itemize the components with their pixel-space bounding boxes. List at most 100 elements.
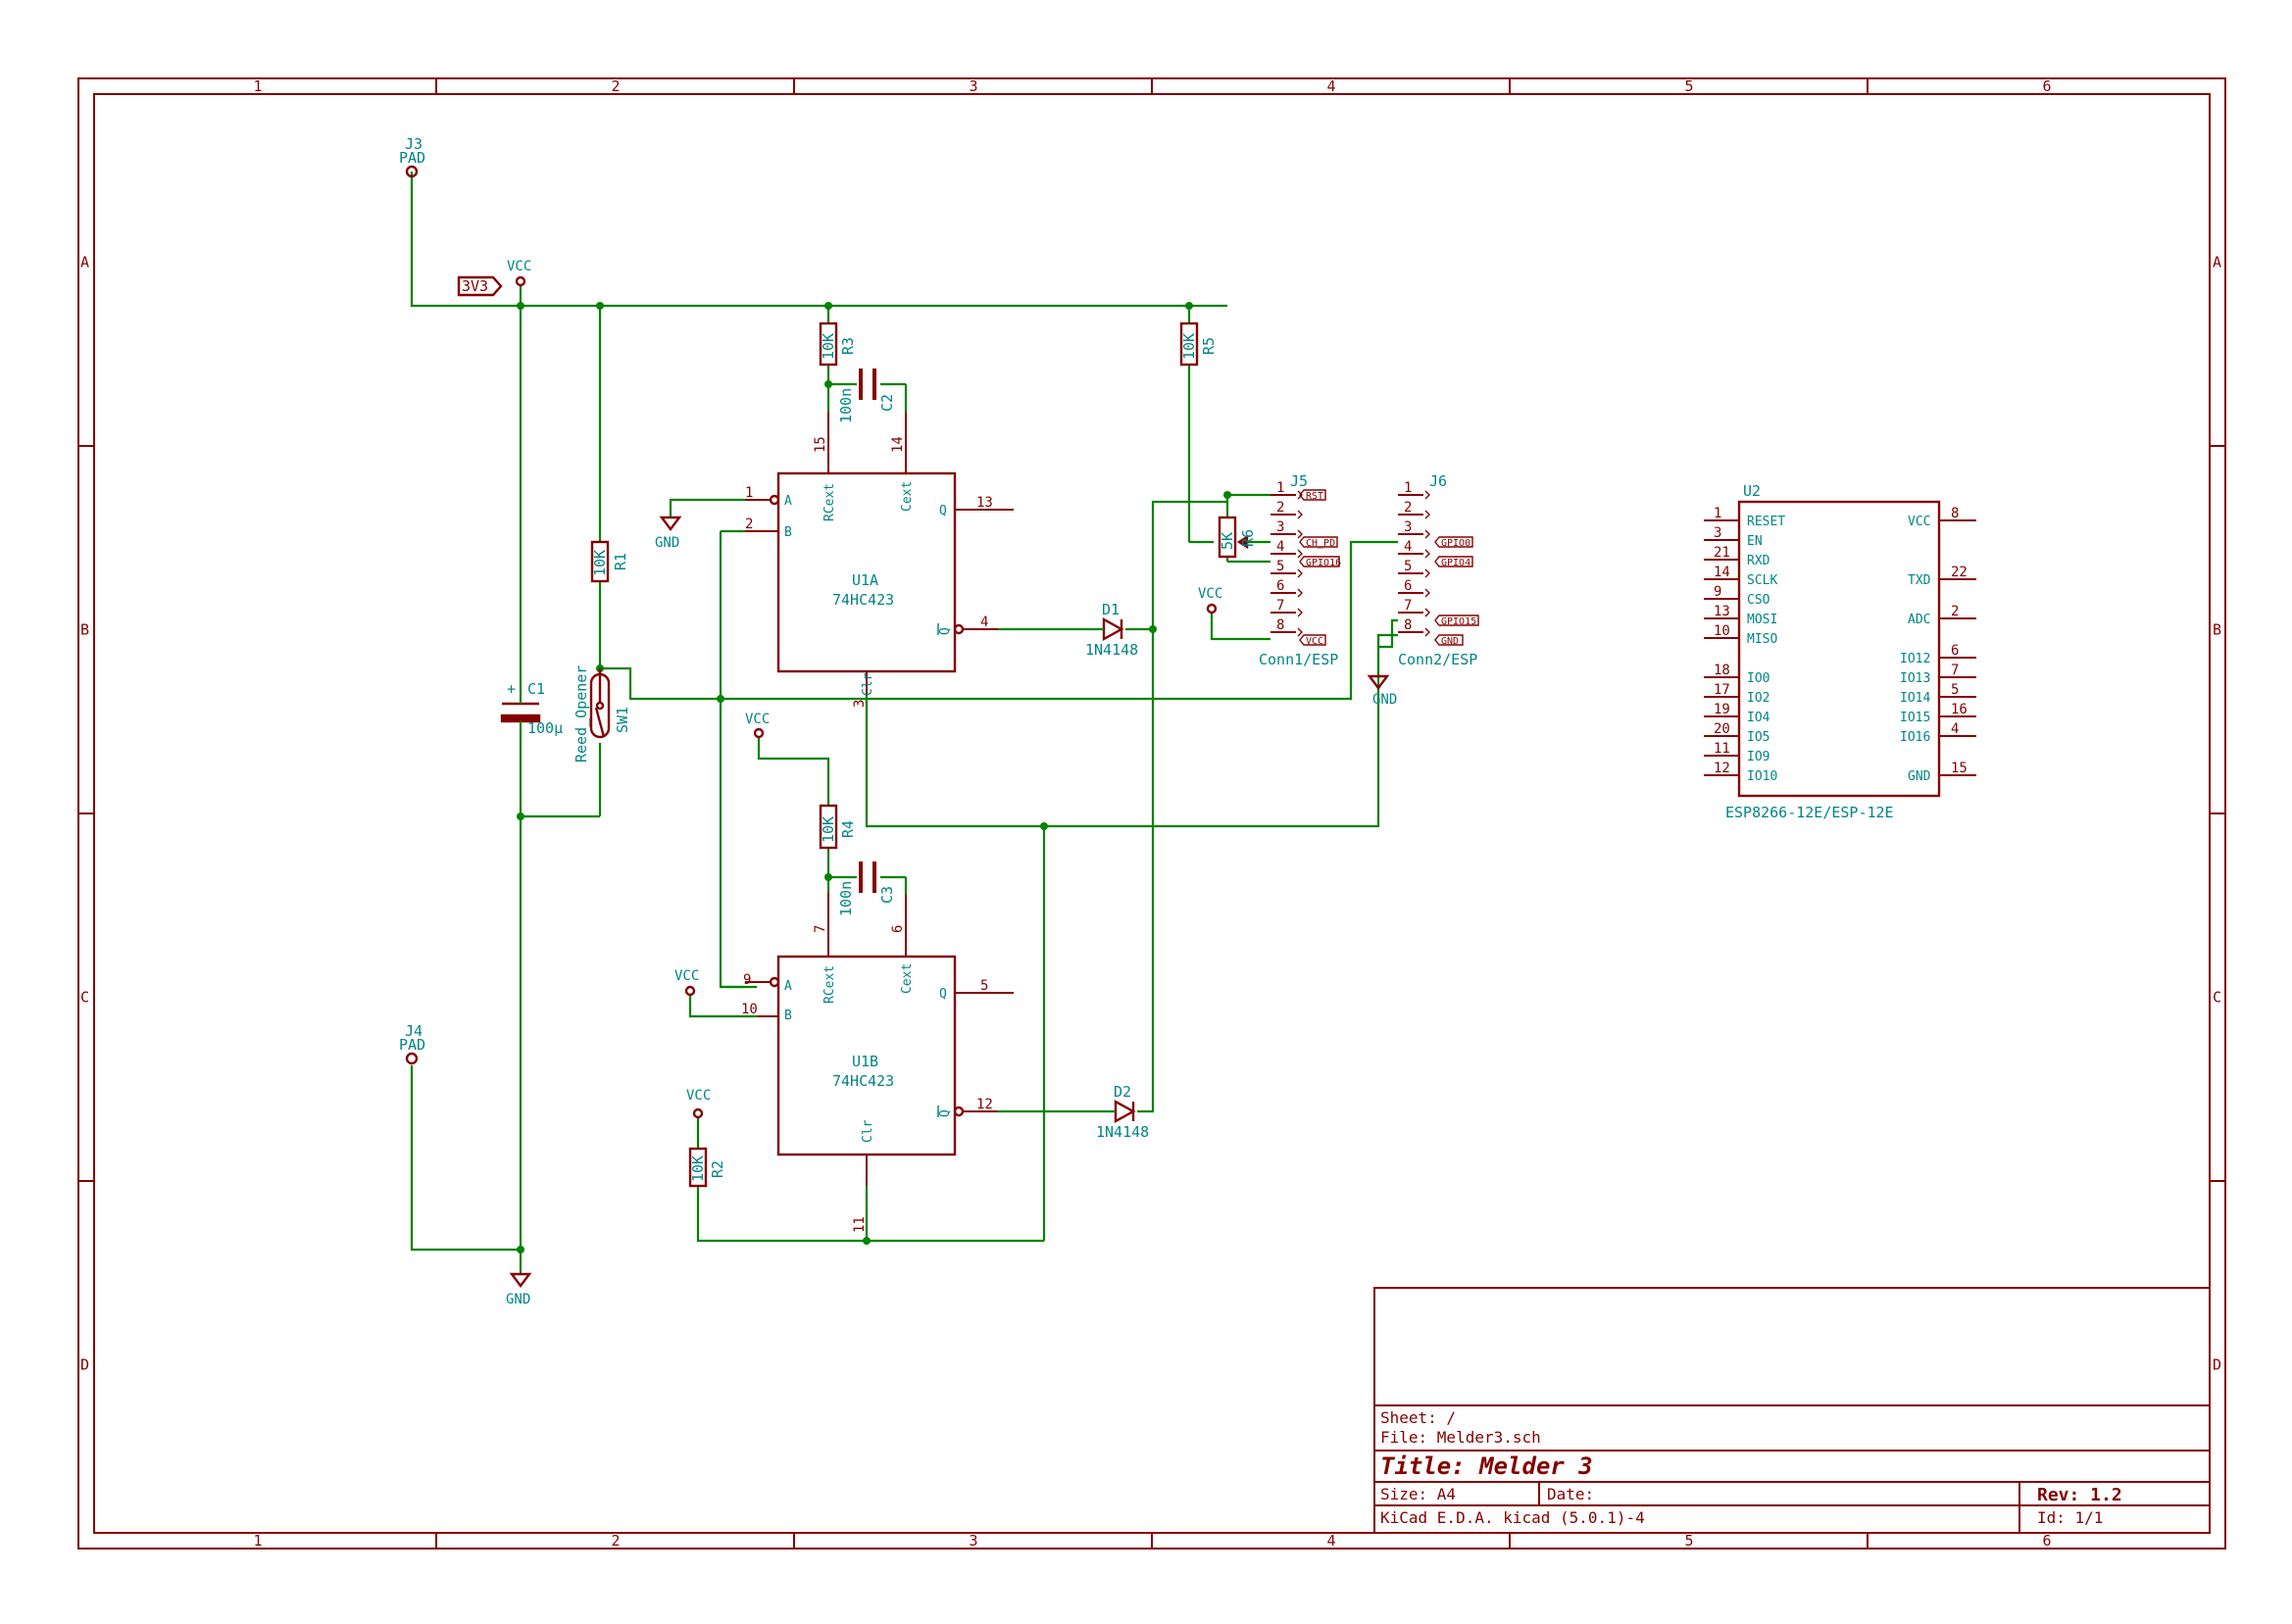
svg-text:Clr: Clr: [861, 1119, 875, 1143]
svg-text:CH_PD: CH_PD: [1306, 538, 1335, 549]
j6-label-gpio4: GPIO4: [1434, 556, 1473, 568]
svg-text:C1: C1: [527, 680, 545, 698]
svg-text:GND: GND: [1372, 692, 1397, 708]
svg-text:9: 9: [743, 972, 751, 988]
u2-pin-name: IO9: [1747, 750, 1769, 764]
reed-switch-sw1: Reed_Opener SW1: [573, 665, 631, 763]
diode-d2: D2 1N4148: [1096, 1083, 1149, 1141]
u2-pin-number: 14: [1714, 565, 1730, 580]
svg-text:Q: Q: [938, 627, 953, 635]
tool-label: KiCad E.D.A. kicad (5.0.1)-4: [1380, 1508, 1645, 1527]
svg-text:Conn1/ESP: Conn1/ESP: [1259, 651, 1338, 668]
svg-text:6: 6: [890, 925, 906, 933]
u2-pin-number: 22: [1951, 565, 1968, 580]
svg-text:10K: 10K: [1180, 333, 1198, 360]
j3-pad: J3 PAD: [399, 135, 425, 178]
svg-text:A: A: [784, 494, 792, 509]
resistor-r1: 10K R1: [590, 540, 629, 583]
frame-column-label: 5: [1685, 77, 1694, 95]
svg-text:VCC: VCC: [1198, 586, 1222, 602]
u2-pin-number: 3: [1714, 525, 1721, 541]
u2-pin-number: 1: [1714, 506, 1721, 521]
title-label: Title: Melder 3: [1380, 1452, 1593, 1480]
frame-column-label: 6: [2043, 77, 2052, 95]
j6-label-gnd: GND: [1434, 634, 1464, 647]
connector-pin-number: 3: [1276, 519, 1284, 535]
frame-column-label: 1: [254, 1532, 263, 1550]
u2-pin-number: 8: [1951, 506, 1959, 521]
module-u2-esp8266: U2 ESP8266-12E/ESP-12E 1RESET3EN21RXD14S…: [1704, 482, 1976, 821]
connector-pin-number: 3: [1404, 519, 1412, 535]
svg-text:R1: R1: [612, 553, 629, 570]
vcc-symbol-r4: VCC: [745, 712, 770, 739]
svg-text:Reed_Opener: Reed_Opener: [573, 665, 590, 763]
u2-pin-name: IO16: [1900, 730, 1930, 745]
file-label: File: Melder3.sch: [1380, 1428, 1541, 1447]
u2-pin-name: IO0: [1747, 671, 1769, 686]
frame-column-label: 5: [1685, 1532, 1694, 1550]
svg-text:PAD: PAD: [399, 1036, 425, 1054]
u2-pin-number: 11: [1714, 741, 1730, 757]
u2-pin-number: 6: [1951, 643, 1959, 659]
svg-text:D2: D2: [1114, 1083, 1131, 1101]
frame-row-label: B: [2213, 621, 2221, 639]
frame-column-label: 3: [970, 1532, 978, 1550]
svg-text:1N4148: 1N4148: [1096, 1123, 1149, 1141]
connector-pin-number: 6: [1404, 578, 1412, 594]
u2-pin-name: RESET: [1747, 515, 1785, 529]
u2-pin-number: 15: [1951, 761, 1968, 776]
u2-pin-number: 7: [1951, 663, 1959, 678]
svg-text:15: 15: [813, 436, 828, 453]
u2-pin-name: VCC: [1908, 515, 1930, 529]
frame-row-label: C: [2213, 989, 2221, 1007]
u2-pin-number: 2: [1951, 604, 1959, 619]
svg-text:Conn2/ESP: Conn2/ESP: [1398, 651, 1477, 668]
svg-text:GND: GND: [1441, 636, 1459, 647]
connector-pin-number: 4: [1404, 539, 1412, 555]
svg-text:10K: 10K: [820, 816, 837, 843]
svg-text:VCC: VCC: [507, 259, 531, 274]
frame-row-label: D: [2213, 1356, 2221, 1374]
svg-text:Cext: Cext: [900, 963, 915, 994]
svg-text:R5: R5: [1200, 337, 1218, 355]
frame-column-label: 4: [1327, 77, 1336, 95]
svg-text:SW1: SW1: [614, 707, 631, 733]
svg-text:2: 2: [745, 517, 753, 532]
sheet-label: Sheet: /: [1380, 1408, 1456, 1427]
svg-text:3: 3: [852, 700, 868, 708]
svg-text:B: B: [784, 525, 792, 540]
u2-pin-name: TXD: [1908, 573, 1931, 588]
j6-label-gpio15: GPIO15: [1434, 615, 1479, 627]
svg-text:ESP8266-12E/ESP-12E: ESP8266-12E/ESP-12E: [1725, 804, 1894, 821]
svg-text:J4: J4: [405, 1022, 423, 1040]
svg-text:VCC: VCC: [674, 968, 699, 984]
frame-column-label: 6: [2043, 1532, 2052, 1550]
connector-pin-number: 7: [1276, 598, 1284, 614]
j5-label-gpio16: GPIO16: [1299, 556, 1341, 568]
frame-row-label: B: [80, 621, 89, 639]
u2-pin-name: SCLK: [1747, 573, 1777, 588]
junctions: [517, 302, 1231, 1254]
svg-text:10: 10: [741, 1002, 758, 1017]
frame-column-label: 2: [612, 1532, 621, 1550]
capacitor-c3: 100n C3: [837, 861, 896, 916]
u2-pin-name: IO4: [1747, 711, 1770, 725]
capacitor-c2: 100n C2: [837, 369, 896, 423]
u2-pin-number: 10: [1714, 623, 1730, 639]
svg-text:Q: Q: [939, 504, 947, 518]
svg-text:5K: 5K: [1219, 532, 1236, 550]
size-label: Size: A4: [1380, 1485, 1456, 1503]
svg-text:GPIO16: GPIO16: [1306, 558, 1341, 568]
j6-label-gpio0: GPIO0: [1434, 536, 1473, 549]
resistor-r2: 10K R2: [688, 1147, 726, 1188]
frame-row-label: C: [80, 989, 89, 1007]
svg-text:3V3: 3V3: [462, 277, 488, 295]
resistor-r4: 10K R4: [819, 804, 857, 850]
svg-text:Q: Q: [939, 987, 947, 1002]
frame-column-label: 2: [612, 77, 621, 95]
svg-text:13: 13: [976, 495, 993, 511]
svg-text:10K: 10K: [820, 333, 837, 360]
